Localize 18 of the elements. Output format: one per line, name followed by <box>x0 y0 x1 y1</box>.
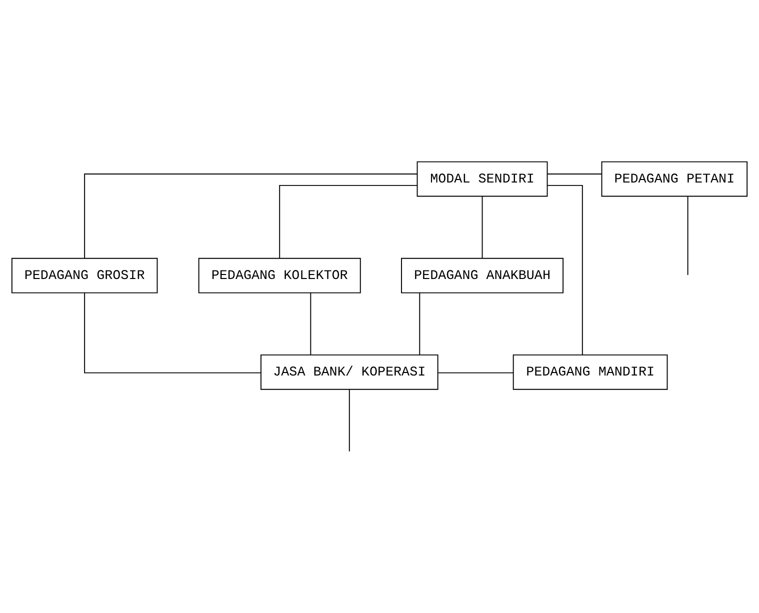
connector <box>348 388 350 452</box>
node-box: JASA BANK/ KOPERASI <box>260 354 438 390</box>
connector <box>482 195 483 258</box>
node-box: PEDAGANG MANDIRI <box>512 354 668 390</box>
connector <box>279 184 418 258</box>
connector <box>310 292 312 355</box>
connector <box>687 195 688 275</box>
node-box: PEDAGANG PETANI <box>601 160 748 196</box>
node-box: PEDAGANG GROSIR <box>11 257 158 293</box>
node-box: PEDAGANG KOLEKTOR <box>198 257 361 293</box>
connector <box>438 372 514 373</box>
connector <box>419 292 420 355</box>
node-box: PEDAGANG ANAKBUAH <box>401 257 564 293</box>
connector <box>546 173 602 174</box>
node-box: MODAL SENDIRI <box>416 160 548 196</box>
connector <box>84 292 262 373</box>
connector <box>84 173 418 258</box>
connector <box>546 184 583 355</box>
